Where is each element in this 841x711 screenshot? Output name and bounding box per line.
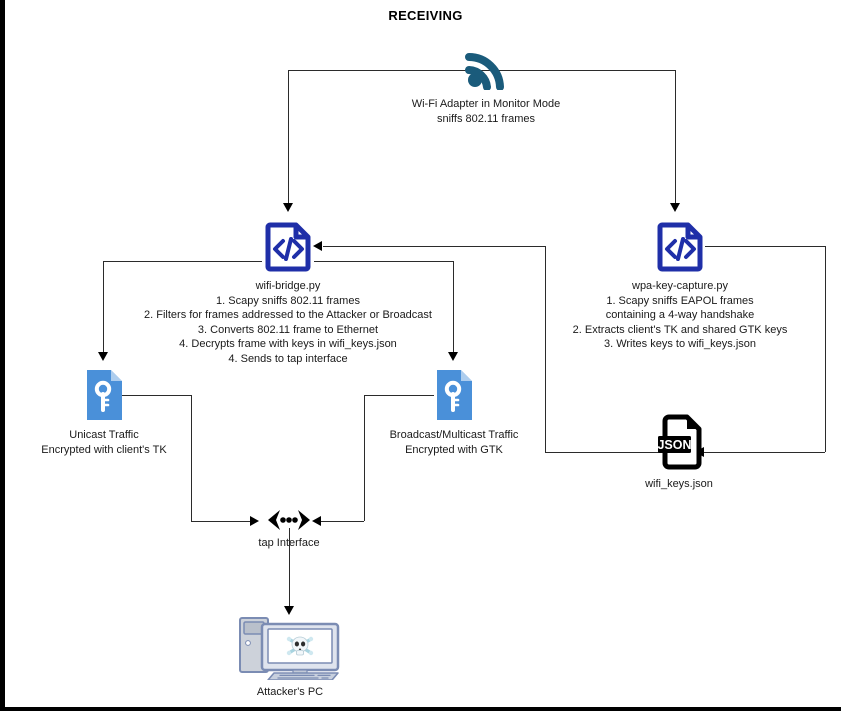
page-title: RECEIVING — [388, 8, 463, 23]
node-unicast-traffic-caption: Unicast Traffic Encrypted with client's … — [41, 429, 167, 456]
arrowhead-wifi-to-wpa — [670, 203, 680, 212]
arrowhead-tap-to-pc — [284, 606, 294, 615]
connector-unicast-to-tap-h1 — [122, 395, 191, 396]
connector-keys-to-bridge-h — [323, 246, 545, 247]
node-broadcast-traffic[interactable]: Broadcast/Multicast Traffic Encrypted wi… — [354, 369, 554, 457]
node-wpa-key-capture-caption: wpa-key-capture.py 1. Scapy sniffs EAPOL… — [572, 280, 788, 350]
node-unicast-traffic[interactable]: Unicast Traffic Encrypted with client's … — [14, 369, 194, 457]
node-wifi-bridge-caption: wifi-bridge.py 1. Scapy sniffs 802.11 fr… — [144, 280, 432, 365]
connector-bridge-to-unicast-h — [103, 261, 262, 262]
node-attackers-pc[interactable]: Attacker's PC — [200, 612, 380, 700]
connector-keys-to-bridge-v — [545, 246, 546, 452]
connector-bridge-to-broadcast-v — [453, 261, 454, 354]
node-tap-interface-caption: tap Interface — [258, 537, 320, 549]
code-document-icon-wpa — [530, 219, 830, 273]
connector-keys-to-bridge-low-h — [545, 452, 662, 453]
connector-unicast-to-tap-h2 — [191, 521, 253, 522]
arrowhead-wifi-to-bridge — [283, 203, 293, 212]
connector-wifi-to-wpa — [675, 70, 676, 205]
node-tap-interface[interactable]: tap Interface — [237, 508, 341, 551]
connector-unicast-to-tap-v — [191, 395, 192, 521]
connector-wpa-to-keys-low-h — [704, 452, 825, 453]
connector-wifi-to-bridge — [288, 70, 289, 205]
node-wifi-adapter-caption: Wi-Fi Adapter in Monitor Mode sniffs 802… — [411, 98, 561, 125]
arrowhead-keys-to-bridge — [313, 241, 322, 251]
node-broadcast-traffic-caption: Broadcast/Multicast Traffic Encrypted wi… — [389, 429, 519, 456]
json-file-icon: JSON — [589, 414, 769, 470]
node-attackers-pc-caption: Attacker's PC — [256, 686, 324, 698]
svg-text:JSON: JSON — [657, 438, 691, 452]
node-wifi-keys-json[interactable]: JSON wifi_keys.json — [589, 414, 769, 492]
code-document-icon-bridge — [138, 219, 438, 273]
key-document-icon-broadcast — [354, 369, 554, 421]
wifi-signal-icon — [386, 44, 586, 90]
node-wpa-key-capture[interactable]: wpa-key-capture.py 1. Scapy sniffs EAPOL… — [530, 219, 830, 352]
arrowhead-bridge-to-broadcast — [448, 352, 458, 361]
key-document-icon-unicast — [14, 369, 194, 421]
network-connector-icon — [237, 508, 341, 532]
node-wifi-bridge[interactable]: wifi-bridge.py 1. Scapy sniffs 802.11 fr… — [138, 219, 438, 366]
node-wifi-adapter[interactable]: Wi-Fi Adapter in Monitor Mode sniffs 802… — [386, 44, 586, 126]
connector-broadcast-to-tap-h2 — [321, 521, 364, 522]
connector-wpa-to-keys-h — [705, 246, 825, 247]
connector-tap-to-pc — [289, 528, 290, 608]
connector-broadcast-to-tap-h1 — [364, 395, 434, 396]
connector-broadcast-to-tap-v — [364, 395, 365, 521]
arrowhead-broadcast-to-tap — [312, 516, 321, 526]
node-wifi-keys-json-caption: wifi_keys.json — [645, 478, 713, 490]
connector-wpa-to-keys-v — [825, 246, 826, 452]
connector-bridge-to-unicast-v — [103, 261, 104, 354]
desktop-computer-skull-icon — [200, 612, 380, 680]
connector-bridge-to-broadcast-h — [314, 261, 454, 262]
arrowhead-bridge-to-unicast — [98, 352, 108, 361]
arrowhead-unicast-to-tap — [250, 516, 259, 526]
